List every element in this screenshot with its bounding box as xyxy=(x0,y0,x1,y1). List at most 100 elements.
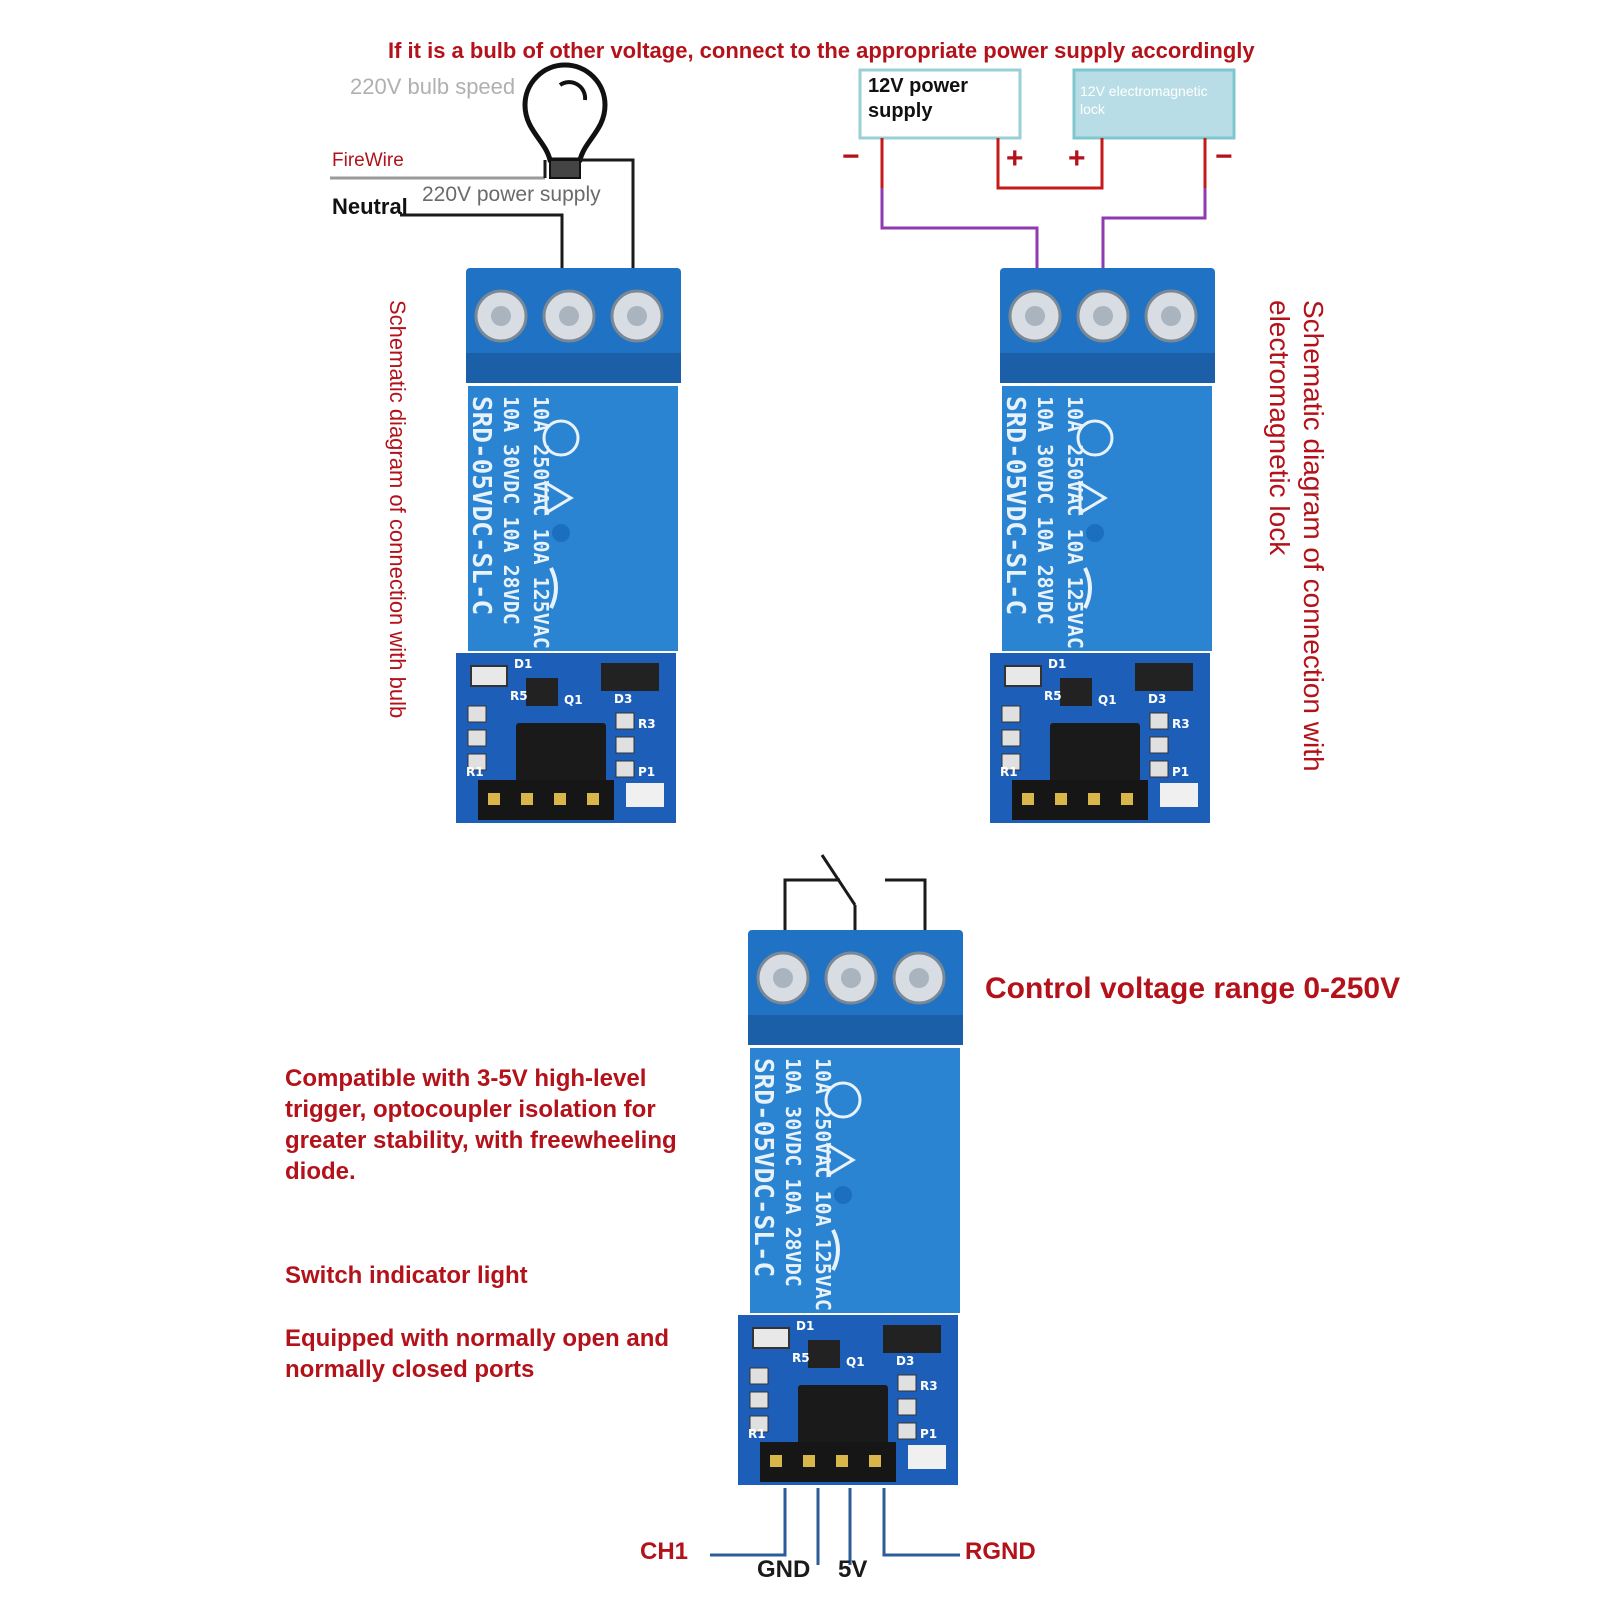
transistor-q1 xyxy=(808,1340,840,1368)
smd-resistor xyxy=(749,1391,769,1409)
bulb-icon xyxy=(522,62,608,163)
pcb-label-d3: D3 xyxy=(896,1354,914,1368)
supply-plus-wire xyxy=(996,138,1104,190)
terminal-block-base xyxy=(1000,353,1215,383)
relay-rating-text: 10A 30VDC 10A 28VDC xyxy=(499,396,523,625)
pin-label-5v: 5V xyxy=(838,1556,868,1583)
pcb-label-q1: Q1 xyxy=(1098,693,1117,707)
terminal-screw-center xyxy=(491,306,511,326)
pcb-label-r3: R3 xyxy=(920,1379,938,1393)
header-pin xyxy=(1121,793,1133,805)
header-pin xyxy=(770,1455,782,1467)
smd-resistor xyxy=(615,736,635,754)
pcb-label-d1: D1 xyxy=(514,657,532,671)
lock-wiring xyxy=(858,68,1236,298)
pin-label-gnd: GND xyxy=(757,1556,811,1583)
relay-dot xyxy=(1086,524,1104,542)
pcb-label-r1: R1 xyxy=(1000,765,1018,779)
pcb-label-d1: D1 xyxy=(796,1319,814,1333)
neutral-label: Neutral xyxy=(332,194,408,219)
pcb-label-r3: R3 xyxy=(638,717,656,731)
pcb-label-q1: Q1 xyxy=(564,693,583,707)
bulb-caption: Schematic diagram of connection with bul… xyxy=(385,300,410,719)
smd-resistor xyxy=(1149,736,1169,754)
terminal-screw-center xyxy=(1161,306,1181,326)
terminal-block-base xyxy=(748,1015,963,1045)
relay-rating-text: 10A 250VAC 10A 125VAC xyxy=(529,396,553,649)
supply-label: 12V power supply xyxy=(868,75,969,122)
pcb-label-p1: P1 xyxy=(638,765,655,779)
feature-ports: Equipped with normally open and normally… xyxy=(285,1325,670,1383)
lock-plus: + xyxy=(1068,142,1086,175)
terminal-screw-center xyxy=(773,968,793,988)
smd-resistor xyxy=(1001,729,1021,747)
relay-rating-text: 10A 30VDC 10A 28VDC xyxy=(781,1058,805,1287)
optocoupler-chip xyxy=(1050,723,1140,783)
relay-dot xyxy=(834,1186,852,1204)
supply-minus: − xyxy=(842,140,860,173)
pcb-label-p1: P1 xyxy=(920,1427,937,1441)
lock-caption: Schematic diagram of connection with ele… xyxy=(1264,300,1329,772)
header-pin xyxy=(1055,793,1067,805)
terminal-screw-center xyxy=(909,968,929,988)
warning-triangle-icon xyxy=(544,480,574,516)
pcb-label-r5: R5 xyxy=(510,689,528,703)
bulb-speed-label: 220V bulb speed xyxy=(350,74,516,99)
bulb-base xyxy=(549,159,581,179)
pcb-label-r5: R5 xyxy=(1044,689,1062,703)
power-supply-box xyxy=(858,68,1022,140)
feature-trigger: Compatible with 3-5V high-level trigger,… xyxy=(285,1065,677,1185)
pin-wiring xyxy=(710,1488,960,1565)
smd-resistor xyxy=(467,729,487,747)
optocoupler-chip xyxy=(516,723,606,783)
warning-triangle-icon xyxy=(826,1142,856,1178)
smd-resistor xyxy=(467,753,487,771)
header-pin xyxy=(554,793,566,805)
p1-pad xyxy=(908,1445,946,1469)
diode-d3 xyxy=(601,663,659,691)
pcb-label-d1: D1 xyxy=(1048,657,1066,671)
pcb-label-r3: R3 xyxy=(1172,717,1190,731)
smd-resistor xyxy=(615,712,635,730)
purple-wire-2 xyxy=(1101,188,1207,298)
ul-mark-icon xyxy=(831,1229,840,1271)
diode-d3 xyxy=(883,1325,941,1353)
relay-model-text: SRD-05VDC-SL-C xyxy=(748,1058,778,1278)
optocoupler-chip xyxy=(798,1385,888,1445)
lock-label: 12V electromagnetic lock xyxy=(1080,83,1208,117)
bulb-filament xyxy=(558,80,588,101)
smd-resistor xyxy=(897,1398,917,1416)
purple-wire-1 xyxy=(880,188,1039,298)
bulb-wiring xyxy=(330,62,635,298)
terminal-screw-center xyxy=(1025,306,1045,326)
terminal-screw-center xyxy=(841,968,861,988)
terminal-screw-center xyxy=(559,306,579,326)
pcb-label-r5: R5 xyxy=(792,1351,810,1365)
smd-resistor xyxy=(615,760,635,778)
smd-resistor xyxy=(749,1415,769,1433)
header-pin xyxy=(836,1455,848,1467)
terminal-block-base xyxy=(466,353,681,383)
pin-label-ch1: CH1 xyxy=(640,1538,689,1565)
p1-pad xyxy=(626,783,664,807)
header-pin xyxy=(1088,793,1100,805)
relay-dot xyxy=(552,524,570,542)
ul-mark-icon xyxy=(1083,567,1092,609)
smd-resistor xyxy=(1149,760,1169,778)
smd-resistor xyxy=(749,1367,769,1385)
relay-body xyxy=(750,1048,960,1313)
pcb-label-p1: P1 xyxy=(1172,765,1189,779)
feature-indicator: Switch indicator light xyxy=(285,1262,528,1289)
supply-plus: + xyxy=(1006,142,1024,175)
cqc-mark-icon xyxy=(1076,419,1114,457)
relay-body xyxy=(468,386,678,651)
diode-d3 xyxy=(1135,663,1193,691)
control-range-label: Control voltage range 0-250V xyxy=(985,972,1401,1005)
smd-resistor xyxy=(1001,753,1021,771)
transistor-q1 xyxy=(526,678,558,706)
pcb-label-q1: Q1 xyxy=(846,1355,865,1369)
